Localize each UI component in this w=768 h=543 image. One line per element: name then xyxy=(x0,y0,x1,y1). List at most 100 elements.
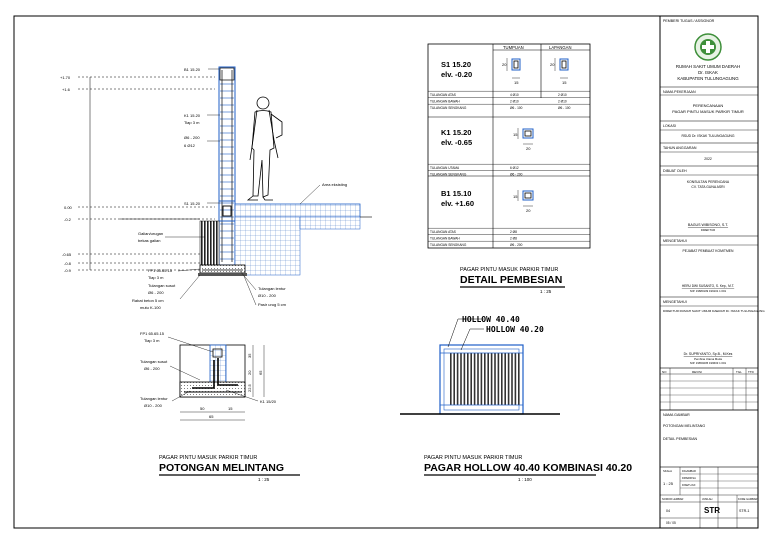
label-lantai-2: mutu K-100 xyxy=(140,305,161,310)
footing-fp1 xyxy=(199,264,246,274)
footing-detail: FP1 65.65.15 Tiap 3 m Tulangan susut Ø6 … xyxy=(140,331,277,421)
tb-diperiksa: DIPERIKSA xyxy=(682,476,696,480)
fence-bars xyxy=(450,353,520,405)
tb-kode-1: NOMOR LEMBAR xyxy=(662,497,683,501)
hospital-logo xyxy=(694,33,722,61)
footing-label-lentur-2: Ø10 - 200 xyxy=(144,403,163,408)
mid-sub-title: PAGAR PINTU MASUK PARKIR TIMUR xyxy=(460,267,558,273)
s1-dim-h-2: 20 xyxy=(550,62,555,67)
excavation-fill xyxy=(199,220,220,266)
footing-dims-right: 35 20 22.5 65 xyxy=(247,353,263,392)
tb-mengetahui-2: MENGETAHUI xyxy=(663,300,687,304)
rebar-row-label: TULANGAN ATAS xyxy=(430,93,456,97)
fence-bar xyxy=(507,353,510,405)
level-1: +1.6 xyxy=(62,87,71,92)
tb-tahun: TAHUN ANGGARAN xyxy=(663,146,697,150)
k1-dim-w: 20 xyxy=(526,146,531,151)
tb-gambar-2: DETAIL PEMBESIAN xyxy=(663,437,698,441)
level-4: -0.65 xyxy=(62,252,72,257)
tb-direktur: DIREKTUR RUMAH SAKIT UMUM DAERAH Dr. ISK… xyxy=(663,309,765,313)
dim-b0: 50 xyxy=(200,406,205,411)
s1-dim-w-2: 15 xyxy=(562,80,567,85)
level-2: 0.00 xyxy=(64,205,73,210)
tb-kode-3: KODE GAMBAR xyxy=(738,497,757,501)
tb-nama-gambar: NAMA GAMBAR xyxy=(663,413,690,417)
tb-dibuat: DIBUAT OLEH xyxy=(663,169,687,173)
tb-sign-3-b: NIP. 19650205 199603 1 001 xyxy=(690,361,727,365)
tb-skala: SKALA xyxy=(663,469,672,473)
tb-sign-2-sub: NIP. 19680109 199101 1 001 xyxy=(690,289,727,293)
b1-elv: elv. +1.60 xyxy=(441,199,474,208)
rebar-row-label: TULANGAN SENGKANG xyxy=(430,106,467,110)
rebar-row-value: Ø6 - 200 xyxy=(510,173,523,177)
floor-slab xyxy=(234,203,361,218)
backfill-area xyxy=(234,216,301,276)
fence-bar xyxy=(470,353,472,405)
s1-elv: elv. -0.20 xyxy=(441,70,472,79)
label-k1-stirrup: Ø6 - 200 xyxy=(184,135,200,140)
level-6: -0.9 xyxy=(64,268,72,273)
rebar-row-label: TULANGAN BAWAH xyxy=(430,237,460,241)
fence-bar xyxy=(497,353,500,405)
title-right: PAGAR PINTU MASUK PARKIR TIMUR PAGAR HOL… xyxy=(424,455,632,482)
level-markers: +1.70 +1.6 0.00 -0.2 -0.65 -0.8 -0.9 xyxy=(60,75,215,273)
tb-skala-val: 1 : 25 xyxy=(663,481,674,486)
right-sub-title: PAGAR PINTU MASUK PARKIR TIMUR xyxy=(424,455,522,461)
b1-name: B1 15.10 xyxy=(441,189,471,198)
tb-code-no: STR-1 xyxy=(739,509,749,513)
rebar-row-value: Ø6 - 100 xyxy=(510,106,523,110)
left-scale: 1 : 25 xyxy=(258,477,270,482)
dim-r2: 22.5 xyxy=(247,383,252,392)
tb-sign-3: Dr. SUPRIYANTO, Sp.B., M.Kes xyxy=(684,352,733,356)
rebar-row-value-2: Ø6 - 100 xyxy=(558,106,571,110)
fence-bar xyxy=(518,353,520,405)
label-k1-tie: Tiap 3 m xyxy=(184,120,200,125)
title-middle: PAGAR PINTU MASUK PARKIR TIMUR DETAIL PE… xyxy=(460,267,565,294)
label-lantai: Rabat beton 5 cm xyxy=(132,298,164,303)
rebar-row-label: TULANGAN SENGKANG xyxy=(430,243,467,247)
fence-bar xyxy=(487,353,489,405)
tb-tahun-val: 2022 xyxy=(704,157,712,161)
tb-sign-1-sub: DIREKTUR xyxy=(701,228,715,232)
title-left: PAGAR PINTU MASUK PARKIR TIMUR POTONGAN … xyxy=(159,455,300,482)
rebar-row-value: 6 Ø12 xyxy=(510,166,519,170)
left-main-title: POTONGAN MELINTANG xyxy=(159,462,284,474)
right-main-title: PAGAR HOLLOW 40.40 KOMBINASI 40.20 xyxy=(424,462,632,474)
lean-concrete xyxy=(198,273,247,276)
footing-labels: FP1 65.65.15 Tiap 3 m Tulangan susut Ø6 … xyxy=(140,331,277,408)
col-lapangan: LAPANGAN xyxy=(549,45,572,50)
title-block: PEMBERI TUGAS / ASSIGNOR RUMAH SAKIT UMU… xyxy=(659,19,765,529)
cross-section: +1.70 +1.6 0.00 -0.2 -0.65 -0.8 -0.9 xyxy=(60,66,372,310)
tb-mengetahui-1: MENGETAHUI xyxy=(663,239,687,243)
section-labels: B1 15.20 K1 15.20 Tiap 3 m Ø6 - 200 6 Ø1… xyxy=(132,67,347,310)
mid-scale: 1 : 25 xyxy=(540,289,552,294)
rebar-row-label: TULANGAN SENGKANG xyxy=(430,173,467,177)
footing-label-susut-2: Ø6 - 200 xyxy=(144,366,160,371)
footing-label-lentur: Tulangan lentur xyxy=(140,396,168,401)
rebar-row-value: Ø6 - 200 xyxy=(510,243,523,247)
tb-nama-pekerjaan: NAMA PEKERJAAN xyxy=(663,90,696,94)
fence-bar xyxy=(511,353,513,405)
tb-digambar: DIGAMBAR xyxy=(682,469,696,473)
rebar-row-label: TULANGAN ATAS xyxy=(430,230,456,234)
rebar-row-label: TULANGAN BAWAH xyxy=(430,100,460,104)
fence-bar xyxy=(477,353,479,405)
tb-pek-2: PAGAR PINTU MASUK PARKIR TIMUR xyxy=(672,109,744,114)
label-fp-tie: Tiap 3 m xyxy=(148,275,164,280)
rebar-row-value-2: 2 Ø10 xyxy=(558,100,567,104)
fence-bar xyxy=(453,353,455,405)
rev-tgl: TGL xyxy=(736,370,742,374)
tb-owner-3: KABUPATEN TULUNGAGUNG xyxy=(677,76,739,81)
rev-ket: REVISI xyxy=(692,370,702,374)
s1-name: S1 15.20 xyxy=(441,60,471,69)
tb-kode-2: JUMLAH xyxy=(702,497,713,501)
tb-sign-3-a: Pembina Utama Muda xyxy=(694,357,722,361)
level-0: +1.70 xyxy=(60,75,71,80)
fence-bar xyxy=(480,353,483,405)
rebar-row-value-2: 2 Ø10 xyxy=(558,93,567,97)
level-3: -0.2 xyxy=(64,217,72,222)
fence-bar xyxy=(460,353,462,405)
rebar-row-value: 2 Ø8 xyxy=(510,237,517,241)
b1-dim-h: 15 xyxy=(513,194,518,199)
